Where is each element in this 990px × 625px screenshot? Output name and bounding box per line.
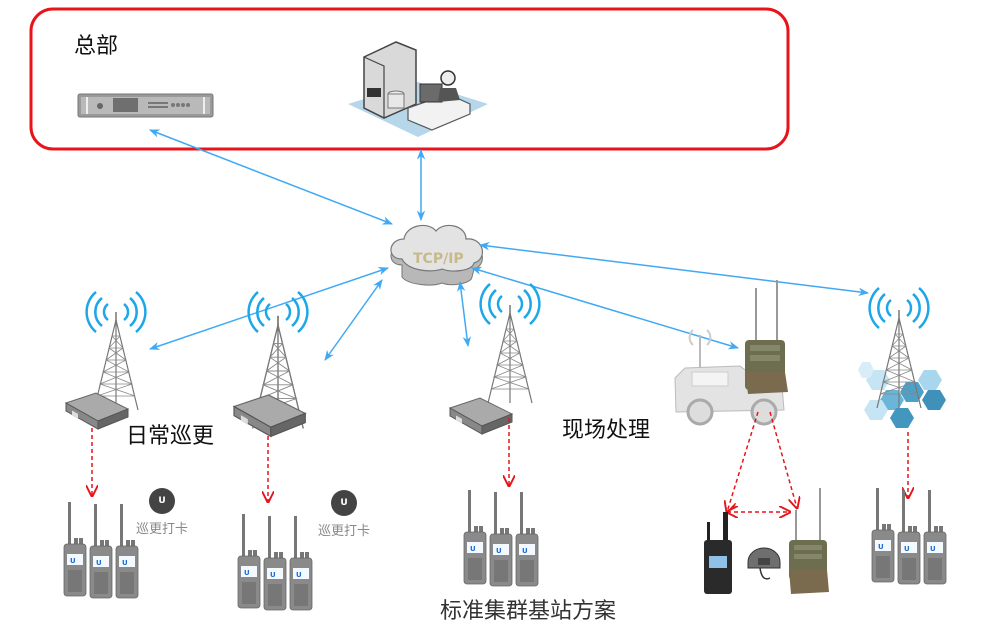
brand-logo-icon: U	[149, 488, 175, 514]
radio-group-2	[237, 513, 313, 611]
cellular-station	[858, 286, 946, 428]
scenario-label-patrol: 日常巡更	[126, 424, 215, 449]
scenario-label-field: 现场处理	[562, 418, 651, 443]
diagram-caption: 标准集群基站方案	[440, 599, 617, 624]
manpack-radio-2-icon	[789, 488, 829, 594]
tcp-ip-cloud-icon	[390, 224, 483, 286]
base-station-1	[65, 290, 147, 430]
manpack-radio-icon	[745, 280, 788, 394]
handheld-radio-icon	[704, 512, 732, 594]
checkin-label: 巡更打卡	[135, 522, 188, 537]
base-station-2	[233, 290, 309, 437]
vehicle-station	[674, 280, 788, 426]
radio-group-5	[871, 487, 947, 585]
dispatch-console-icon	[348, 41, 488, 137]
radio-group-3	[463, 489, 539, 587]
vehicle-icon	[674, 329, 785, 426]
helmet-headset-icon	[747, 547, 781, 580]
brand-logo-icon: U	[331, 490, 357, 516]
checkin-label: 巡更打卡	[317, 524, 370, 539]
headquarters-title: 总部	[74, 34, 119, 59]
network-label: TCP/IP	[413, 251, 464, 267]
dispatch-server-rack-icon	[77, 93, 214, 118]
patrol-checkin-1: U 巡更打卡	[122, 488, 202, 537]
network-links	[149, 129, 870, 361]
wireless-links	[92, 411, 908, 512]
hex-cells-icon	[858, 362, 946, 428]
patrol-checkin-2: U 巡更打卡	[304, 490, 384, 539]
